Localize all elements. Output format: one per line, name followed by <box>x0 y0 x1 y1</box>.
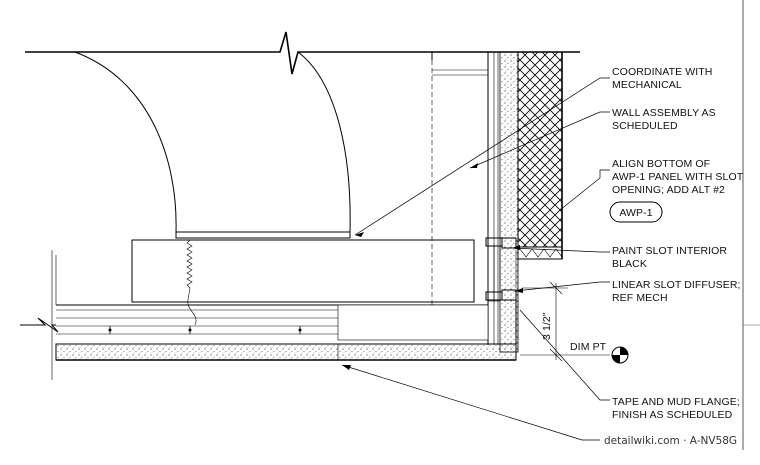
dim-point-symbol: DIM PT <box>570 341 629 364</box>
duct-curves <box>74 51 351 239</box>
hanger-wire <box>186 239 197 326</box>
dim-point-label: DIM PT <box>570 341 607 353</box>
note-coordinate: COORDINATE WITH MECHANICAL <box>612 66 716 91</box>
leaders <box>341 77 610 441</box>
left-break <box>20 317 59 333</box>
awp-tag: AWP-1 <box>609 201 663 223</box>
callout-notes: COORDINATE WITH MECHANICAL WALL ASSEMBLY… <box>612 66 746 421</box>
note-wall-assembly: WALL ASSEMBLY AS SCHEDULED <box>612 107 719 132</box>
slot-diffuser <box>485 237 517 302</box>
note-align-bottom: ALIGN BOTTOM OF AWP-1 PANEL WITH SLOT OP… <box>612 158 746 196</box>
note-tape-mud: TAPE AND MUD FLANGE; FINISH AS SCHEDULED <box>612 396 743 421</box>
ceiling-gypsum <box>55 300 517 361</box>
ceiling-grid <box>51 250 489 380</box>
note-linear-slot: LINEAR SLOT DIFFUSER; REF MECH <box>612 279 744 304</box>
note-paint-slot: PAINT SLOT INTERIOR BLACK <box>612 245 730 270</box>
leader-arrows <box>342 163 523 370</box>
top-structure <box>25 31 580 75</box>
dimension: 3 1/2" <box>520 281 610 362</box>
dimension-text: 3 1/2" <box>541 312 553 340</box>
wall-gypsum <box>499 51 519 353</box>
awp-tag-text: AWP-1 <box>619 207 652 219</box>
awp-panel <box>517 51 563 260</box>
watermark: detailwiki.com · A-NV58G <box>604 435 737 447</box>
duct-box <box>131 52 475 340</box>
